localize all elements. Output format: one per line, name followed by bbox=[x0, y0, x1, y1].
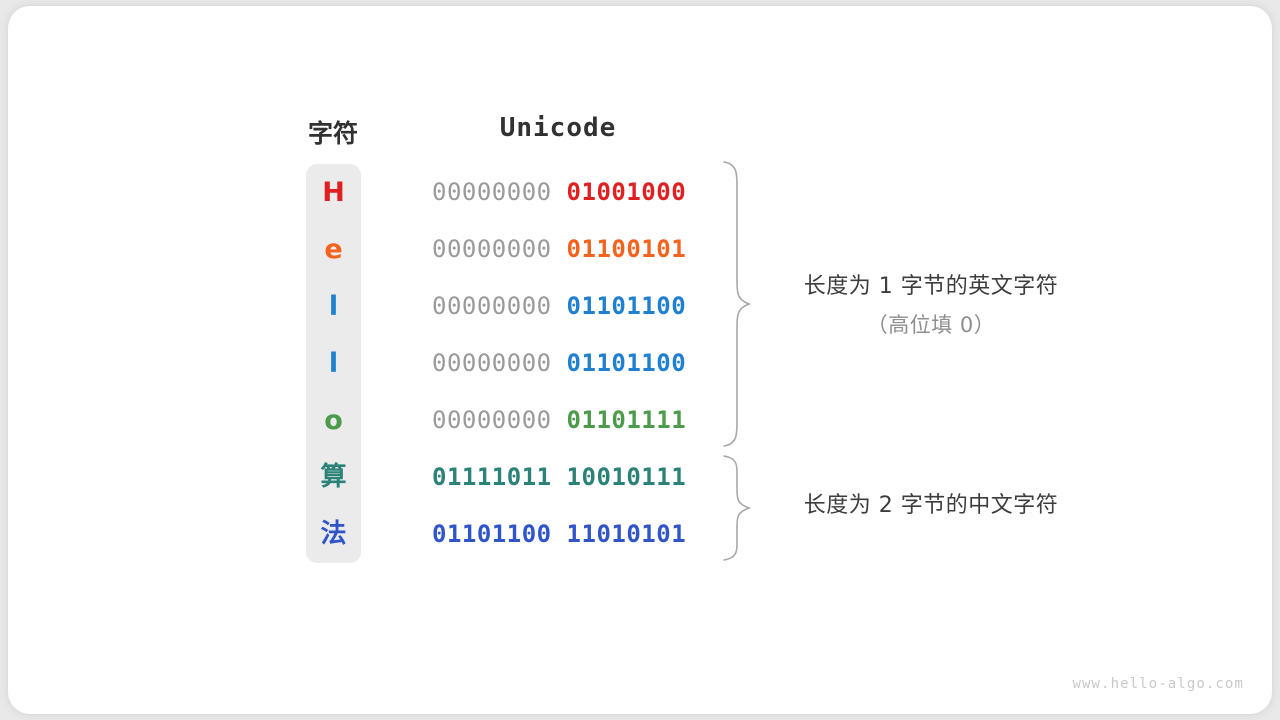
annotation-two-line1: 长度为 2 字节的中文字符 bbox=[803, 493, 1059, 518]
high-byte: 00000000 bbox=[432, 349, 552, 377]
table-row: l 00000000 01101100 bbox=[0, 335, 1280, 392]
low-byte: 11010101 bbox=[566, 520, 687, 548]
byte-separator bbox=[552, 349, 567, 377]
table-row: l 00000000 01101100 bbox=[0, 278, 1280, 335]
low-byte: 01101111 bbox=[566, 406, 687, 434]
high-byte: 00000000 bbox=[432, 292, 552, 320]
low-byte: 10010111 bbox=[566, 463, 687, 491]
unicode-bits-cell: 00000000 01101111 bbox=[432, 392, 687, 449]
annotation-one-line1: 长度为 1 字节的英文字符 bbox=[803, 274, 1059, 299]
watermark: www.hello-algo.com bbox=[1072, 676, 1244, 692]
unicode-bits-cell: 00000000 01101100 bbox=[432, 278, 687, 335]
unicode-bits-cell: 00000000 01001000 bbox=[432, 164, 687, 221]
low-byte: 01101100 bbox=[566, 292, 687, 320]
column-header-unicode: Unicode bbox=[499, 113, 617, 143]
byte-separator bbox=[552, 406, 567, 434]
high-byte: 01111011 bbox=[432, 463, 552, 491]
byte-separator bbox=[552, 520, 567, 548]
character-cell: 法 bbox=[320, 519, 347, 549]
table-row: 算 01111011 10010111 bbox=[0, 449, 1280, 506]
character-cell: H bbox=[322, 177, 345, 208]
table-row: H 00000000 01001000 bbox=[0, 164, 1280, 221]
figure-card bbox=[8, 6, 1272, 714]
low-byte: 01101100 bbox=[566, 349, 687, 377]
high-byte: 00000000 bbox=[432, 235, 552, 263]
character-cell: l bbox=[328, 348, 339, 379]
table-row: e 00000000 01100101 bbox=[0, 221, 1280, 278]
annotation-two-byte: 长度为 2 字节的中文字符 bbox=[756, 487, 1106, 519]
brace-two-byte bbox=[723, 455, 752, 561]
character-cell: 算 bbox=[320, 462, 347, 492]
high-byte: 01101100 bbox=[432, 520, 552, 548]
unicode-bits-cell: 00000000 01101100 bbox=[432, 335, 687, 392]
unicode-bits-cell: 01101100 11010101 bbox=[432, 506, 687, 563]
low-byte: 01100101 bbox=[566, 235, 687, 263]
high-byte: 00000000 bbox=[432, 406, 552, 434]
annotation-one-line2: （高位填 0） bbox=[866, 313, 996, 337]
annotation-one-byte: 长度为 1 字节的英文字符 （高位填 0） bbox=[756, 268, 1106, 339]
byte-separator bbox=[552, 235, 567, 263]
column-header-character: 字符 bbox=[307, 119, 358, 148]
character-cell: l bbox=[328, 291, 339, 322]
brace-one-byte bbox=[723, 161, 752, 447]
unicode-bits-cell: 00000000 01100101 bbox=[432, 221, 687, 278]
table-row: o 00000000 01101111 bbox=[0, 392, 1280, 449]
high-byte: 00000000 bbox=[432, 178, 552, 206]
character-column-background bbox=[306, 164, 361, 563]
low-byte: 01001000 bbox=[566, 178, 687, 206]
byte-separator bbox=[552, 178, 567, 206]
table-row: 法 01101100 11010101 bbox=[0, 506, 1280, 563]
byte-separator bbox=[552, 463, 567, 491]
character-cell: e bbox=[324, 234, 343, 265]
byte-separator bbox=[552, 292, 567, 320]
unicode-bits-cell: 01111011 10010111 bbox=[432, 449, 687, 506]
character-cell: o bbox=[324, 405, 343, 436]
